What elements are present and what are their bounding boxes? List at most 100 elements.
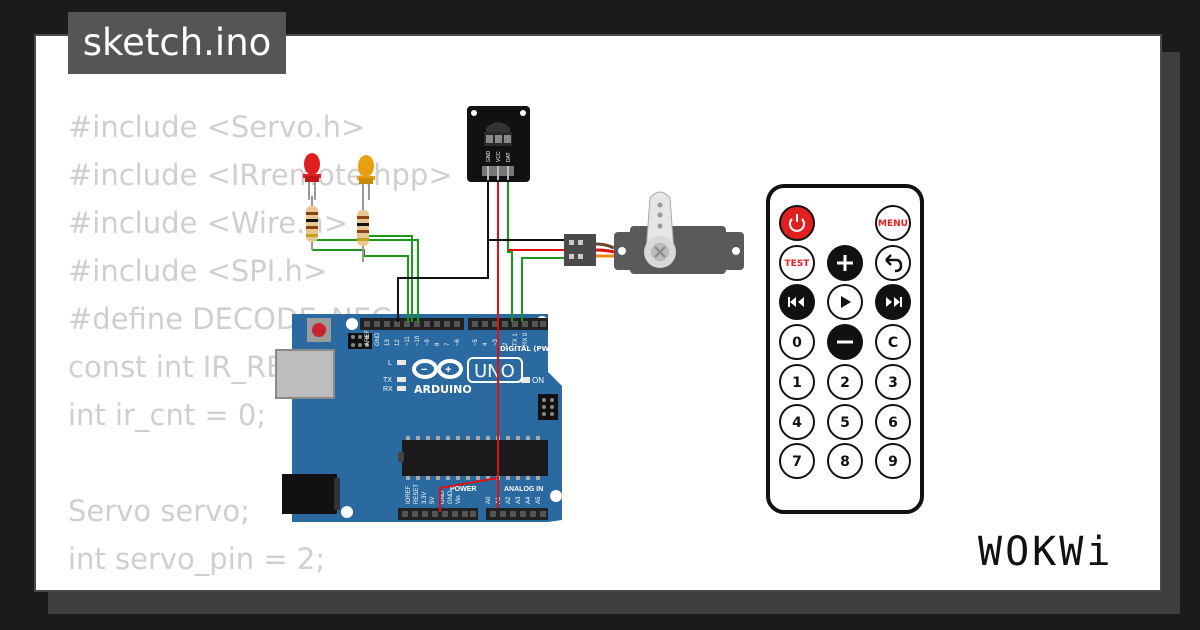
remote-button-next[interactable] xyxy=(875,284,911,320)
remote-button-6[interactable]: 6 xyxy=(875,404,911,440)
remote-button-0[interactable]: 0 xyxy=(779,324,815,360)
file-tab[interactable]: sketch.ino xyxy=(68,12,286,74)
top-pin-label: ~11 xyxy=(405,336,411,346)
code-line: int servo_pin = 2; xyxy=(68,542,326,576)
bottom-pin-label: GND xyxy=(440,490,446,504)
atmega-chip xyxy=(402,440,548,476)
analog-label: ANALOG IN xyxy=(504,486,543,493)
power-label: POWER xyxy=(450,486,476,493)
preview-card xyxy=(34,34,1162,592)
top-pin-label: AREF xyxy=(365,330,371,346)
remote-button-label: MENU xyxy=(878,219,908,229)
ir-pin-dat: DAT xyxy=(506,152,512,162)
mount-hole xyxy=(550,490,562,502)
led-tx-label: TX xyxy=(383,377,392,384)
remote-button-9[interactable]: 9 xyxy=(875,443,911,479)
remote-button-c[interactable]: C xyxy=(875,324,911,360)
top-pin-label: ~9 xyxy=(425,338,431,346)
remote-button-7[interactable]: 7 xyxy=(779,443,815,479)
led-rx-label: RX xyxy=(383,386,393,393)
uno-badge xyxy=(467,357,523,383)
remote-button-label: 9 xyxy=(888,454,898,470)
code-line: #include <IRremote.hpp> xyxy=(68,158,453,192)
remote-button-label: 6 xyxy=(888,415,898,431)
bottom-pin-label: 3.3V xyxy=(422,492,428,504)
wire-yellow-led xyxy=(364,235,413,322)
top-pin-label: TX 1 xyxy=(513,333,519,346)
remote-button-label: 1 xyxy=(792,375,802,391)
digital-label: DIGITAL (PWM ~) xyxy=(500,345,568,353)
led-on xyxy=(521,377,530,383)
power-jack xyxy=(282,474,337,514)
remote-button-label: C xyxy=(888,335,898,351)
remote-button-8[interactable]: 8 xyxy=(827,443,863,479)
icsp-right xyxy=(538,394,558,420)
top-pin-label: 12 xyxy=(395,339,401,346)
bottom-pin-label: 5V xyxy=(430,497,436,504)
code-editor[interactable]: #include <Servo.h> #include <IRremote.hpp… xyxy=(68,103,453,583)
top-pin-label: 2 xyxy=(503,342,509,346)
top-pin-label: GND xyxy=(375,332,381,346)
code-line: #include <Servo.h> xyxy=(68,110,366,144)
code-line: const int IR_RE xyxy=(68,350,285,384)
remote-button-2[interactable]: 2 xyxy=(827,364,863,400)
next-track-icon xyxy=(886,297,902,307)
remote-button-back[interactable] xyxy=(875,245,911,281)
play-icon xyxy=(841,296,851,308)
led-rx xyxy=(397,386,406,391)
remote-button-3[interactable]: 3 xyxy=(875,364,911,400)
top-pin-label: 8 xyxy=(435,342,441,346)
svg-text:+: + xyxy=(445,364,451,376)
reset-button-cap xyxy=(312,323,326,337)
wire-servo-signal xyxy=(521,257,566,322)
remote-button-label: TEST xyxy=(785,259,811,269)
top-pin-label: ~5 xyxy=(473,338,479,346)
led-yellow[interactable] xyxy=(357,155,375,200)
bottom-pin-label: RESET xyxy=(414,484,420,504)
remote-button-menu[interactable]: MENU xyxy=(875,205,911,241)
mount-hole xyxy=(341,506,353,518)
previous-track-icon xyxy=(788,297,804,307)
remote-button-power[interactable] xyxy=(779,205,815,241)
wokwi-logo: WOKWi xyxy=(978,528,1150,576)
bottom-pin-label: IOREF xyxy=(406,485,412,504)
led-red[interactable] xyxy=(303,153,321,200)
remote-button-4[interactable]: 4 xyxy=(779,404,815,440)
resistor-red-led[interactable] xyxy=(306,196,318,250)
ir-pin-gnd: GND xyxy=(486,151,492,163)
arduino-infinity-logo xyxy=(412,359,463,379)
top-pin-label: ~3 xyxy=(493,338,499,346)
arduino-uno-board[interactable]: DIGITAL (PWM ~) L TX RX ON − + ARDUINO U… xyxy=(275,314,568,522)
wokwi-logo-text: WOKWi xyxy=(978,529,1114,575)
ir-receiver-module[interactable]: GND VCC DAT xyxy=(467,106,530,182)
file-tab-title: sketch.ino xyxy=(82,21,272,64)
remote-button-minus[interactable] xyxy=(827,324,863,360)
mount-hole xyxy=(346,318,358,330)
power-icon xyxy=(789,214,805,232)
top-pin-label: 7 xyxy=(445,342,451,346)
remote-button-5[interactable]: 5 xyxy=(827,404,863,440)
servo-motor[interactable] xyxy=(564,191,744,274)
top-pin-label: 4 xyxy=(483,342,489,346)
remote-button-play[interactable] xyxy=(827,284,863,320)
bottom-pin-label: A0 xyxy=(486,496,492,504)
plus-icon xyxy=(837,255,853,271)
remote-button-label: 7 xyxy=(792,454,802,470)
remote-button-test[interactable]: TEST xyxy=(779,245,815,281)
bottom-pin-label: A5 xyxy=(536,496,542,504)
back-arrow-icon xyxy=(885,254,903,273)
top-pin-label: ~10 xyxy=(415,335,421,346)
remote-button-label: 8 xyxy=(840,454,850,470)
top-pin-label: RX 0 xyxy=(523,332,529,346)
remote-button-1[interactable]: 1 xyxy=(779,364,815,400)
remote-button-plus[interactable] xyxy=(827,245,863,281)
bottom-pin-label: GND xyxy=(448,490,454,504)
remote-button-prev[interactable] xyxy=(779,284,815,320)
resistor-yellow-led[interactable] xyxy=(357,196,369,262)
remote-button-label: 3 xyxy=(888,375,898,391)
wire-ir-data xyxy=(507,178,513,322)
bottom-pin-label: A3 xyxy=(516,496,522,504)
